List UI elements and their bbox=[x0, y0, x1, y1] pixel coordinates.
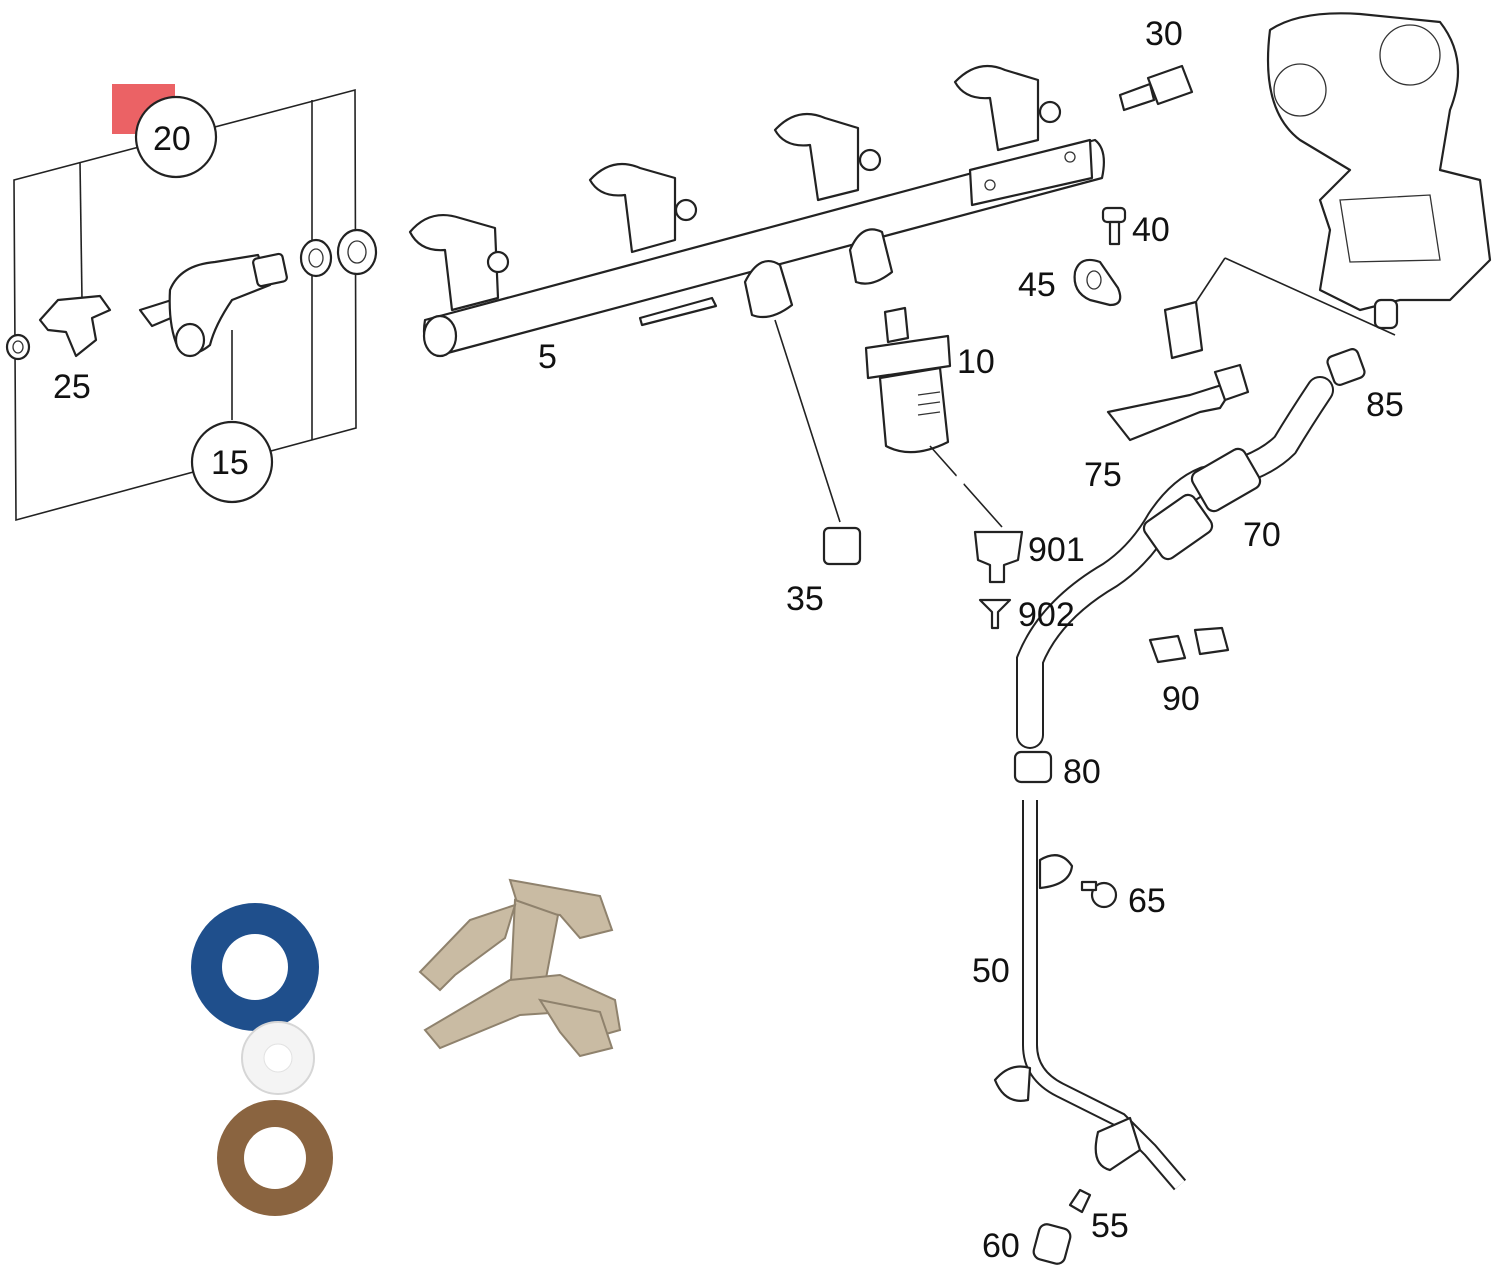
small-o-ring bbox=[5, 333, 31, 361]
fuel-rail bbox=[408, 64, 1105, 358]
label-90: 90 bbox=[1162, 680, 1200, 718]
callout-circle-15 bbox=[190, 420, 274, 504]
label-45: 45 bbox=[1018, 266, 1056, 304]
bolt-30 bbox=[1118, 64, 1194, 112]
label-55: 55 bbox=[1091, 1207, 1129, 1245]
label-60: 60 bbox=[982, 1227, 1020, 1265]
label-30: 30 bbox=[1145, 15, 1183, 53]
label-901: 901 bbox=[1028, 531, 1085, 569]
protective-cap-901 bbox=[973, 530, 1024, 584]
label-70: 70 bbox=[1243, 516, 1281, 554]
label-85: 85 bbox=[1366, 386, 1404, 424]
fuel-line-50 bbox=[993, 800, 1187, 1191]
valve-55 bbox=[1068, 1188, 1092, 1214]
label-20: 20 bbox=[153, 120, 191, 158]
fuel-line-35 bbox=[822, 300, 1204, 615]
product-photo bbox=[191, 878, 622, 1216]
label-5: 5 bbox=[538, 338, 557, 376]
screw-40 bbox=[1101, 206, 1127, 246]
fuel-injector bbox=[138, 252, 288, 358]
retaining-clip-25 bbox=[38, 294, 112, 358]
leader-lines bbox=[774, 257, 1396, 528]
label-65: 65 bbox=[1128, 882, 1166, 920]
cap-60 bbox=[1032, 1223, 1072, 1265]
hose-clamp-80 bbox=[1013, 750, 1053, 784]
label-75: 75 bbox=[1084, 456, 1122, 494]
hose-clamp-85 bbox=[1326, 348, 1366, 386]
bracket-75 bbox=[1106, 363, 1250, 442]
high-pressure-pump bbox=[1266, 12, 1492, 330]
label-10: 10 bbox=[957, 343, 995, 381]
pressure-sensor bbox=[864, 306, 952, 454]
screw-65 bbox=[1080, 880, 1118, 909]
clamp-45 bbox=[1073, 258, 1122, 307]
plug-902 bbox=[978, 598, 1012, 630]
label-80: 80 bbox=[1063, 753, 1101, 791]
washer-inner bbox=[299, 238, 333, 278]
part-labels: 20 25 15 5 30 40 45 10 85 75 70 901 902 … bbox=[53, 15, 1404, 1265]
callout-circle-20 bbox=[134, 95, 218, 179]
label-25: 25 bbox=[53, 368, 91, 406]
clip-90 bbox=[1148, 626, 1230, 664]
label-40: 40 bbox=[1132, 211, 1170, 249]
label-15: 15 bbox=[211, 444, 249, 482]
label-50: 50 bbox=[972, 952, 1010, 990]
metal-injector-clip bbox=[418, 878, 622, 1058]
label-35: 35 bbox=[786, 580, 824, 618]
fuel-hose-70 bbox=[1016, 376, 1334, 749]
label-902: 902 bbox=[1018, 596, 1075, 634]
washer-outer bbox=[336, 228, 378, 276]
